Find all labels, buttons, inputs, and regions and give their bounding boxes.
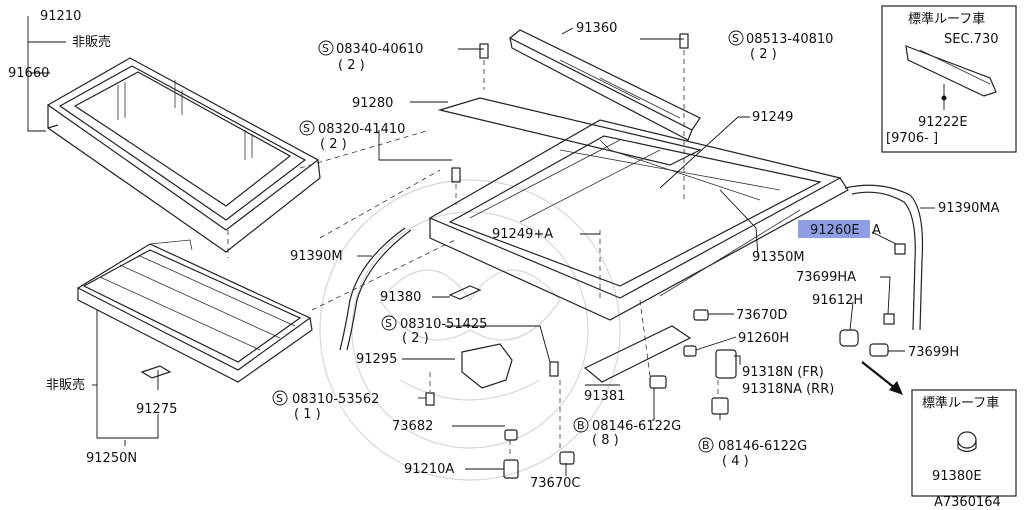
svg-text:B: B xyxy=(702,439,710,452)
callout-91390M: 91390M xyxy=(290,249,343,264)
sunroof-glass-91210 xyxy=(46,57,321,253)
svg-text:( 2 ): ( 2 ) xyxy=(320,137,347,152)
callout-91210: 91210 xyxy=(40,9,81,24)
svg-text:08340-40610: 08340-40610 xyxy=(336,42,423,57)
inset-bottom-part: 91380E xyxy=(932,469,982,484)
highlight-91260E xyxy=(798,220,870,238)
svg-text:S: S xyxy=(732,32,739,45)
inset-top-range: [9706- ] xyxy=(886,131,938,146)
watermark-emblem xyxy=(319,179,621,481)
reference-arrow xyxy=(861,361,903,395)
svg-text:( 4 ): ( 4 ) xyxy=(722,454,749,469)
callout-91390MA: 91390MA xyxy=(938,201,1000,216)
fastener-08146-4: B 08146-6122G ( 4 ) xyxy=(698,437,807,469)
svg-text:08513-40810: 08513-40810 xyxy=(746,32,833,47)
svg-text:( 1 ): ( 1 ) xyxy=(294,407,321,422)
svg-text:( 2 ): ( 2 ) xyxy=(338,58,365,73)
callout-91318NA: 91318NA (RR) xyxy=(742,382,834,397)
callout-73699HA: 73699HA xyxy=(796,270,856,285)
leader-lines xyxy=(27,16,935,476)
svg-text:S: S xyxy=(303,122,310,135)
callout-91249: 91249 xyxy=(752,110,793,125)
small-parts xyxy=(425,33,906,479)
sunroof-frame-91350M xyxy=(428,97,849,321)
callout-91275: 91275 xyxy=(136,402,177,417)
callout-91250N: 91250N xyxy=(86,451,137,466)
callout-91360: 91360 xyxy=(576,21,617,36)
svg-text:S: S xyxy=(276,392,283,405)
callout-91210A: 91210A xyxy=(404,462,454,477)
callout-not-for-sale-1: 非販売 xyxy=(72,34,111,50)
callout-91249A: 91249+A xyxy=(492,227,553,242)
callout-91260E: 91260E xyxy=(810,223,860,238)
sunshade-91250N xyxy=(76,239,313,383)
inset-bottom-title: 標準ルーフ車 xyxy=(922,395,999,411)
svg-text:08310-53562: 08310-53562 xyxy=(292,392,379,407)
callout-91381: 91381 xyxy=(584,389,625,404)
callout-73682: 73682 xyxy=(392,419,433,434)
callout-73670C: 73670C xyxy=(530,476,580,491)
drain-hoses xyxy=(339,184,924,351)
svg-text:S: S xyxy=(385,317,392,330)
diagram-id: A7360164 xyxy=(934,495,1001,510)
fastener-08146-8: B 08146-6122G ( 8 ) xyxy=(573,417,681,448)
inset-top-title: 標準ルーフ車 xyxy=(908,11,985,27)
inset-standard-roof-bottom xyxy=(911,389,1017,497)
svg-text:( 8 ): ( 8 ) xyxy=(592,433,619,448)
fastener-08340: S 08340-40610 ( 2 ) xyxy=(318,40,423,73)
callout-91350M: 91350M xyxy=(752,250,805,265)
callout-73670D: 73670D xyxy=(736,308,787,323)
svg-text:S: S xyxy=(322,42,329,55)
callout-91660: 91660 xyxy=(8,66,49,81)
callout-91612H: 91612H xyxy=(812,293,863,308)
callout-91280: 91280 xyxy=(352,96,393,111)
inset-top-part: 91222E xyxy=(918,115,968,130)
fastener-08513: S 08513-40810 ( 2 ) xyxy=(728,30,833,62)
callout-73699H: 73699H xyxy=(908,345,959,360)
svg-text:B: B xyxy=(577,419,585,432)
svg-text:08146-6122G: 08146-6122G xyxy=(592,419,681,434)
callout-91380: 91380 xyxy=(380,290,421,305)
inset-top-section: SEC.730 xyxy=(944,32,999,47)
inset-standard-roof-top xyxy=(881,5,1017,153)
assembly-lines xyxy=(227,50,719,458)
svg-text:08320-41410: 08320-41410 xyxy=(318,122,405,137)
callout-91260H: 91260H xyxy=(738,331,789,346)
callout-91260E-suffix: A xyxy=(872,223,881,238)
callout-91295: 91295 xyxy=(356,352,397,367)
callout-not-for-sale-2: 非販売 xyxy=(46,377,85,393)
svg-text:( 2 ): ( 2 ) xyxy=(402,331,429,346)
fastener-08310-53562: S 08310-53562 ( 1 ) xyxy=(272,390,379,422)
labels: 91210 非販売 91660 非販売 91275 91250N 91360 S… xyxy=(8,9,1001,510)
svg-text:08310-51425: 08310-51425 xyxy=(400,317,487,332)
callout-91318N: 91318N (FR) xyxy=(742,365,824,380)
fastener-08320: S 08320-41410 ( 2 ) xyxy=(299,120,405,152)
svg-text:( 2 ): ( 2 ) xyxy=(750,47,777,62)
svg-text:08146-6122G: 08146-6122G xyxy=(718,439,807,454)
fastener-08310-51425: S 08310-51425 ( 2 ) xyxy=(381,315,487,346)
deflector-91360 xyxy=(508,29,701,141)
